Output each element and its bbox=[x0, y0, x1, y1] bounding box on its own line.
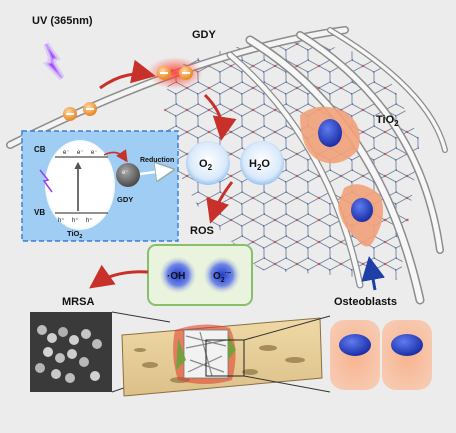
osteoblast-cell-1 bbox=[300, 106, 360, 164]
arrow-to-ros bbox=[206, 181, 234, 224]
zoom-line-lower-right bbox=[243, 375, 331, 393]
inset-transfer-arrow bbox=[103, 149, 128, 163]
reduction-label: Reduction bbox=[140, 157, 174, 164]
band-diagram-inset: CB VB e⁻ e⁻ e⁻ h⁺ h⁺ h⁺ e⁻ Reduction GDY… bbox=[21, 130, 179, 242]
ros-box: ·OH O2·− bbox=[147, 244, 253, 306]
zoom-line-upper-left bbox=[111, 311, 171, 323]
osteoblast-arrow bbox=[361, 256, 385, 291]
reduction-arrow bbox=[139, 170, 170, 174]
osteoblast-closeup-1 bbox=[330, 320, 380, 390]
h2o-molecule: H2O bbox=[240, 141, 284, 185]
arrow-to-mrsa bbox=[89, 264, 149, 289]
electron-pair-tube bbox=[63, 102, 97, 121]
electron-pair-gdy bbox=[147, 57, 203, 89]
bone-section bbox=[121, 317, 323, 397]
mrsa-sem-image bbox=[30, 312, 112, 392]
o2-molecule: O2 bbox=[186, 141, 230, 185]
oh-radical-label: ·OH bbox=[167, 271, 185, 282]
arrow-to-o2 bbox=[203, 93, 237, 141]
ros-label: ROS bbox=[190, 225, 214, 237]
inset-uv-icon bbox=[39, 169, 53, 193]
svg-text:e⁻: e⁻ bbox=[91, 150, 98, 156]
svg-text:h⁺: h⁺ bbox=[86, 217, 93, 224]
osteoblast-closeup-2 bbox=[382, 320, 432, 390]
gdy-label: GDY bbox=[192, 29, 217, 41]
cb-label: CB bbox=[34, 145, 46, 154]
osteoblasts-label: Osteoblasts bbox=[334, 296, 397, 308]
tio2-label: TiO2 bbox=[376, 114, 399, 128]
svg-text:h⁺: h⁺ bbox=[58, 217, 65, 224]
svg-text:e⁻: e⁻ bbox=[77, 150, 84, 156]
inset-tio2-label: TiO2 bbox=[67, 229, 82, 240]
vb-label: VB bbox=[34, 208, 45, 217]
svg-text:e⁻: e⁻ bbox=[63, 150, 70, 156]
osteoblast-cell-2 bbox=[338, 184, 384, 247]
zoom-line-upper-right bbox=[243, 315, 331, 341]
uv-lightning-icon bbox=[42, 42, 65, 81]
svg-text:h⁺: h⁺ bbox=[72, 217, 79, 224]
transfer-arrow bbox=[99, 59, 156, 90]
svg-text:H2O: H2O bbox=[249, 158, 270, 172]
superoxide-label: O2·− bbox=[213, 270, 231, 284]
svg-text:O2: O2 bbox=[199, 158, 213, 172]
mrsa-label: MRSA bbox=[62, 296, 94, 308]
uv-label: UV (365nm) bbox=[32, 15, 93, 27]
svg-text:e⁻: e⁻ bbox=[122, 170, 129, 176]
inset-gdy-label: GDY bbox=[117, 195, 133, 204]
